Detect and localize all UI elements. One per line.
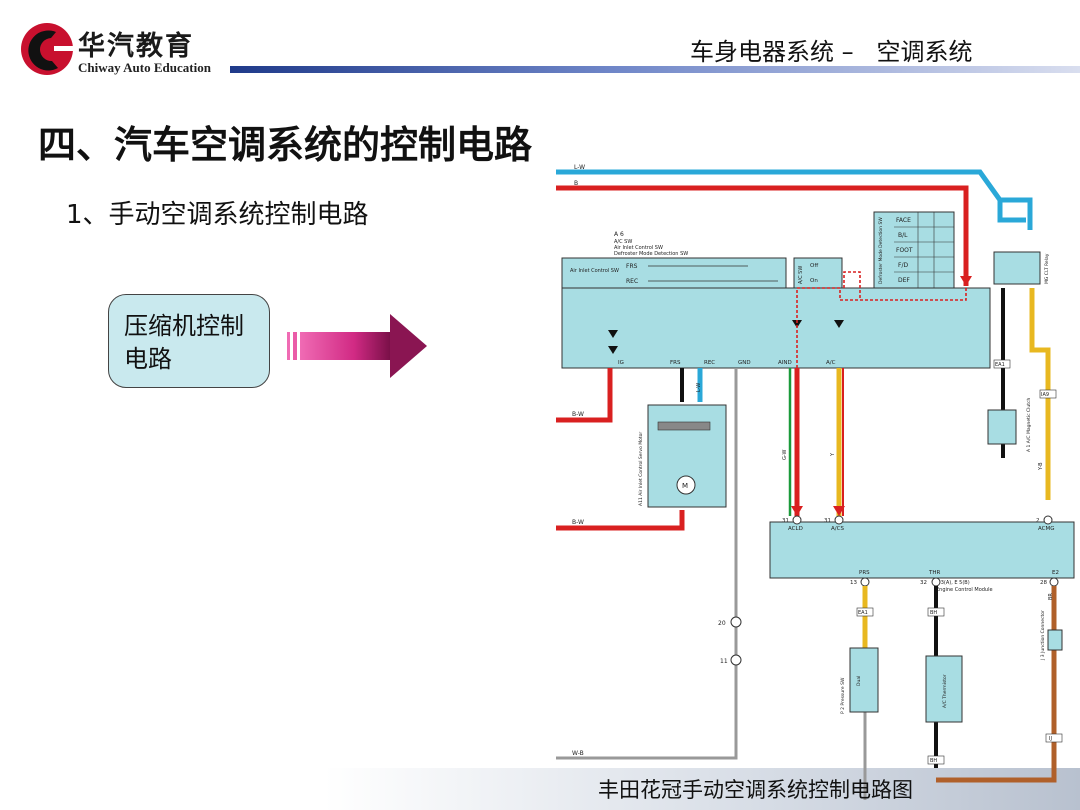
- ecm-id: E 3(A), E 5(B): [936, 580, 970, 586]
- pin-frs: FRS: [670, 360, 681, 366]
- rec-switch-label: REC: [626, 278, 638, 285]
- defroster-detect-label: Defroster Mode Detection SW: [878, 217, 884, 284]
- pin-aind: AIND: [778, 360, 792, 366]
- ecm-pin-acmg: ACMG: [1038, 526, 1055, 532]
- left-wires: B-W B-W W-B L-W 20 11: [556, 368, 742, 760]
- thermistor-label: A/C Thermistor: [942, 674, 948, 708]
- mode-bl: B/L: [898, 232, 908, 239]
- conn-ia9: IA9: [1041, 392, 1049, 398]
- pin-31b: 31: [824, 518, 831, 524]
- ac-control-line1: A/C SW: [614, 239, 632, 245]
- ecm-sensors: 13 32 28 P 2 Pressure SW Dual A/C Thermi…: [840, 577, 1063, 800]
- pin-31a: 31: [782, 518, 789, 524]
- figure-caption: 丰田花冠手动空调系统控制电路图: [598, 778, 913, 802]
- pin-2: 2: [1036, 518, 1040, 524]
- pin-32: 32: [920, 580, 927, 586]
- ecm-pin-acs: A/CS: [831, 526, 844, 532]
- ac-control-line2: Air Inlet Control SW: [614, 245, 663, 251]
- pin-ac: A/C: [826, 360, 836, 366]
- wiring-diagram: L-W B A 6 A/C SW Air Inlet Control SW De…: [556, 164, 1075, 800]
- pin-rec: REC: [704, 360, 715, 366]
- ac-sw-label: A/C SW: [798, 266, 804, 284]
- ac-control-id: A 6: [614, 231, 624, 238]
- callout-box: [108, 294, 270, 388]
- wire-label-yb: Y-B: [1038, 462, 1044, 471]
- conn-ij: IJ: [1049, 736, 1052, 742]
- conn-bh-bottom: BH: [930, 758, 937, 764]
- mode-def: DEF: [898, 277, 910, 284]
- header-rule: [230, 66, 1080, 73]
- wire-label-bw: B-W: [572, 411, 584, 418]
- pressure-sw-label: P 2 Pressure SW: [840, 677, 846, 714]
- frs-switch-label: FRS: [626, 263, 638, 270]
- ac-control-assembly: A 6 A/C SW Air Inlet Control SW Defroste…: [561, 211, 991, 369]
- ac-control-line3: Defroster Mode Detection SW: [614, 251, 688, 257]
- callout-label: 压缩机控制电路: [124, 312, 244, 373]
- clutch-label: A 1 A/C Magnetic Clutch: [1026, 398, 1032, 452]
- wire-label-y: Y: [830, 452, 836, 457]
- ac-sw-on-label: On: [810, 278, 818, 284]
- servo-label: A11 Air Inlet Control Servo Motor: [638, 432, 644, 506]
- pin-ig: IG: [618, 360, 624, 366]
- pin-28: 28: [1040, 580, 1047, 586]
- wire-label-gw: G-W: [782, 450, 788, 460]
- engine-control-module: 31 31 2 ACLD A/CS ACMG PRS THR E2 E 3(A)…: [769, 515, 1075, 593]
- mode-face: FACE: [896, 217, 911, 224]
- air-inlet-sw-label: Air Inlet Control SW: [570, 268, 619, 274]
- pin-gnd: GND: [738, 360, 751, 366]
- mode-fd: F/D: [898, 262, 908, 269]
- wire-label-lw-top: L-W: [574, 164, 585, 171]
- wire-label-lw: L-W: [696, 383, 702, 392]
- section-title: 车身电器系统 – 空调系统: [690, 38, 973, 66]
- top-wires: L-W B: [556, 164, 1033, 286]
- wire-label-bw-2: B-W: [572, 519, 584, 526]
- ecm-pin-acld: ACLD: [788, 526, 803, 532]
- subtitle: 1、手动空调系统控制电路: [66, 200, 369, 230]
- logo-mark: [21, 23, 76, 75]
- pin-20: 20: [718, 620, 726, 627]
- conn-ea1-bottom: EA1: [858, 610, 868, 616]
- ecm-pin-e2: E2: [1052, 570, 1059, 576]
- right-arrow-icon: [287, 314, 427, 378]
- motor-symbol: M: [682, 482, 688, 490]
- logo-subtext: Chiway Auto Education: [78, 60, 211, 75]
- ecm-name: Engine Control Module: [936, 587, 993, 593]
- pin-13: 13: [850, 580, 857, 586]
- ecm-pin-thr: THR: [928, 570, 940, 576]
- pin-11: 11: [720, 658, 728, 665]
- mode-foot: FOOT: [896, 247, 913, 254]
- logo-text: 华汽教育: [78, 31, 194, 62]
- wire-label-br: BR: [1048, 593, 1054, 600]
- ecm-input-wires: G-W Y: [782, 368, 845, 516]
- ac-sw-off-label: Off: [810, 263, 818, 269]
- pressure-sw-type: Dual: [856, 676, 862, 686]
- page-title: 四、汽车空调系统的控制电路: [38, 123, 533, 167]
- ecm-pin-prs: PRS: [859, 570, 870, 576]
- servo-motor: M A11 Air Inlet Control Servo Motor: [638, 404, 727, 508]
- wire-label-b-top: B: [574, 180, 578, 187]
- conn-bh-top: BH: [930, 610, 937, 616]
- junction-label: J 3 Junction Connector: [1040, 610, 1046, 661]
- relay-clutch: MG CLT Relay A 1 A/C Magnetic Clutch EA1…: [987, 251, 1057, 500]
- footer-band: [0, 768, 1080, 810]
- conn-ea1-top: EA1: [995, 362, 1005, 368]
- relay-label: MG CLT Relay: [1044, 253, 1050, 284]
- wire-label-wb: W-B: [572, 750, 584, 757]
